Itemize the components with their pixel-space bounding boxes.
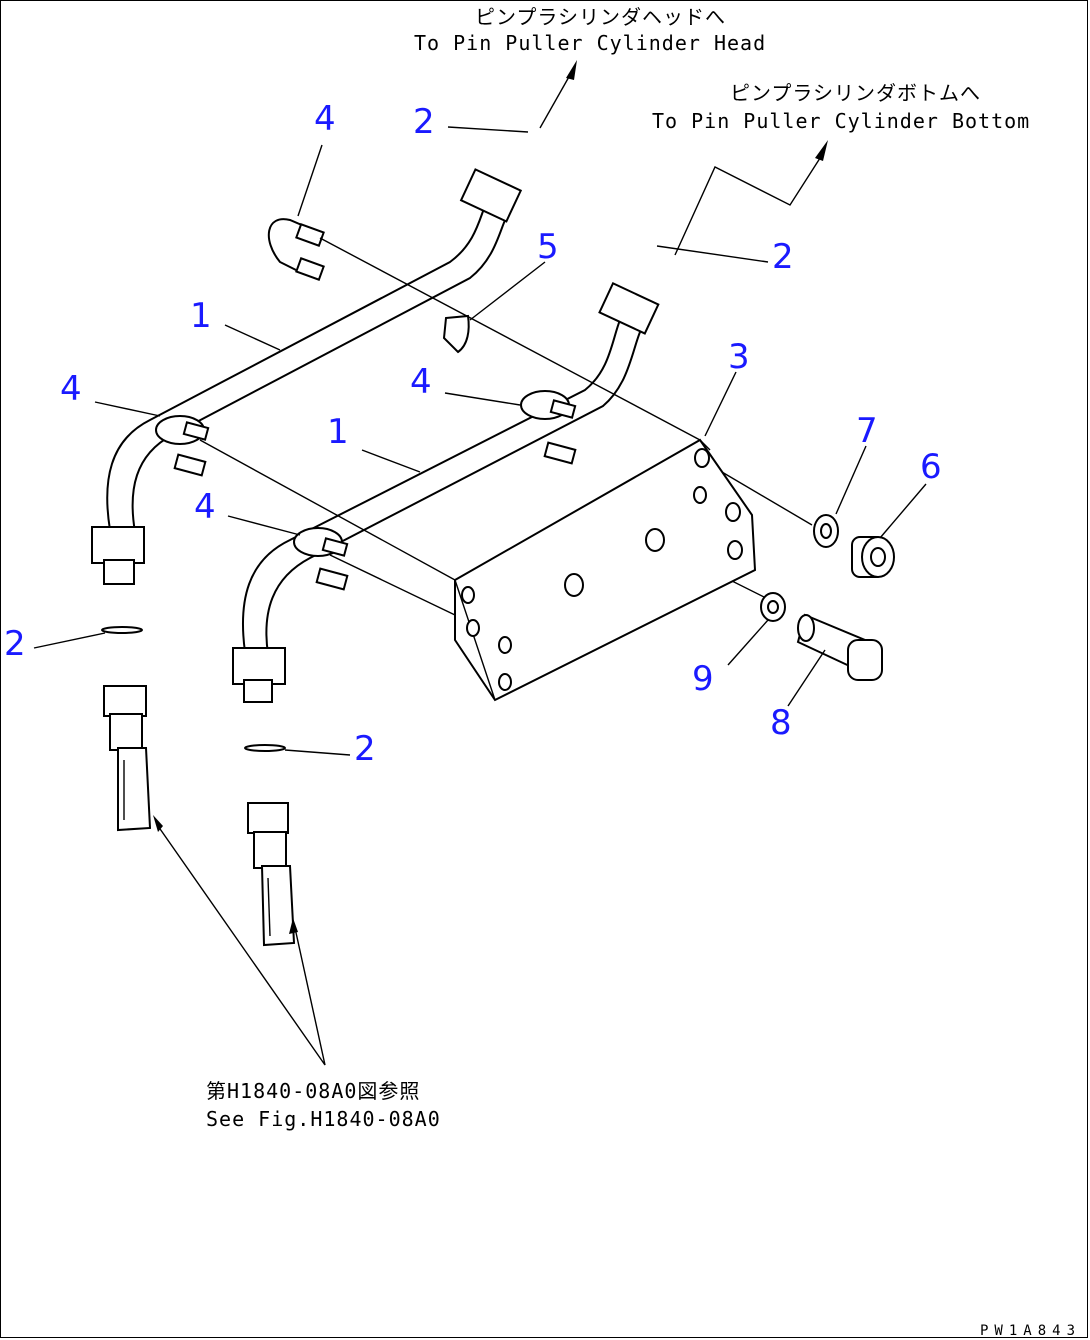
- pipe-lower: [232, 282, 660, 703]
- arrow-hose-left-icon: [153, 815, 163, 832]
- bolt-8: [796, 613, 883, 681]
- hose-left: [103, 685, 152, 832]
- arrow-to-bottom: [674, 154, 823, 256]
- note-bottom-en: To Pin Puller Cylinder Bottom: [652, 109, 1030, 133]
- bracket-3: [454, 438, 757, 702]
- callout-4-mid: 4: [410, 362, 432, 402]
- tie-line-1: [319, 237, 701, 441]
- callout-1-upper: 1: [190, 296, 212, 336]
- callout-1-lower: 1: [327, 412, 349, 452]
- note-head-jp: ピンプラシリンダヘッドへ: [475, 5, 726, 29]
- callout-2-bottom: 2: [354, 729, 376, 769]
- o-ring-bottom: [244, 744, 286, 752]
- callout-2-left: 2: [4, 624, 26, 664]
- leader-3: [704, 371, 737, 437]
- leader-5: [469, 261, 546, 321]
- leader-6: [879, 483, 927, 539]
- callout-2-right: 2: [772, 237, 794, 277]
- leader-4-mid: [444, 392, 521, 406]
- leader-4-left: [94, 401, 161, 417]
- leader-4-top: [297, 144, 323, 217]
- note-bottom-jp: ピンプラシリンダボトムへ: [730, 81, 981, 105]
- callout-7: 7: [856, 411, 878, 451]
- callout-4-lower: 4: [194, 487, 216, 527]
- leader-4-lower: [227, 515, 301, 536]
- leader-8: [787, 649, 826, 707]
- leader-9: [727, 619, 769, 666]
- callout-3: 3: [728, 337, 750, 377]
- leader-1-lower: [361, 449, 421, 473]
- callout-6: 6: [920, 447, 942, 487]
- clamp-left: [155, 415, 210, 477]
- figure-code: PW1A843: [980, 1323, 1081, 1339]
- arrow-to-head: [539, 74, 571, 129]
- callout-5: 5: [537, 227, 559, 267]
- leader-2-left: [33, 632, 106, 649]
- leader-2-right: [656, 245, 769, 263]
- clamp-lower: [293, 527, 349, 591]
- hose-right: [247, 802, 296, 947]
- leader-2-bottom: [284, 749, 351, 756]
- note-head-en: To Pin Puller Cylinder Head: [414, 31, 766, 55]
- tie-line-2: [199, 439, 456, 581]
- u-bolt-top: [267, 218, 325, 281]
- plate-5: [442, 314, 470, 354]
- leader-7: [835, 445, 867, 515]
- callout-2-top: 2: [413, 102, 435, 142]
- arrow-bottom-icon: [815, 140, 828, 161]
- leader-1-upper: [224, 324, 281, 351]
- note-ref-en: See Fig.H1840-08A0: [206, 1107, 441, 1131]
- arrow-head-icon: [566, 60, 577, 80]
- nut-6: [851, 536, 895, 578]
- arrow-hose-right-icon: [289, 918, 298, 934]
- callout-4-top: 4: [314, 99, 336, 139]
- callout-8: 8: [770, 703, 792, 743]
- note-ref-jp: 第H1840-08A0図参照: [206, 1079, 420, 1103]
- leader-see-fig: [157, 825, 326, 1066]
- leader-2-top: [447, 126, 529, 133]
- o-ring-left: [101, 626, 143, 634]
- tie-line-3: [329, 554, 456, 616]
- pipe-upper: [91, 168, 523, 585]
- callout-9: 9: [692, 659, 714, 699]
- callout-4-left: 4: [60, 369, 82, 409]
- clamp-mid: [520, 390, 577, 465]
